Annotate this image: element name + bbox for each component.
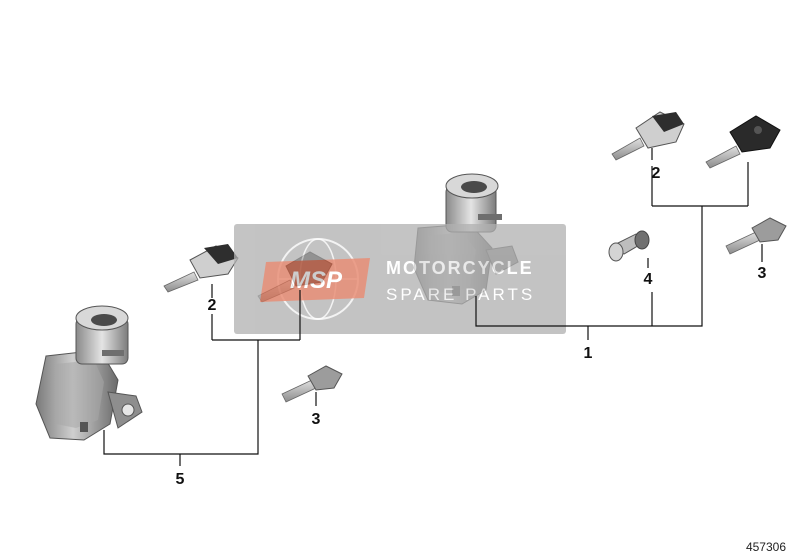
callout-3-right: 3 xyxy=(758,265,767,282)
leader-lines xyxy=(103,148,763,466)
key-blank-right xyxy=(725,217,787,255)
callout-2-left: 2 xyxy=(208,297,217,314)
callout-4: 4 xyxy=(644,271,653,288)
callout-2-right: 2 xyxy=(652,165,661,182)
callout-1: 1 xyxy=(584,345,593,362)
ignition-lock-left xyxy=(35,305,143,441)
key-right-silver xyxy=(611,111,685,161)
key-blank-left xyxy=(281,365,343,403)
watermark: MSP MOTORCYCLE SPARE PARTS xyxy=(234,224,566,334)
diagram-reference-number: 457306 xyxy=(745,540,786,554)
lock-cylinder xyxy=(608,230,650,262)
key-right-black xyxy=(705,115,781,169)
watermark-line2: SPARE PARTS xyxy=(386,285,535,304)
watermark-logo: MSP xyxy=(290,267,343,294)
watermark-line1: MOTORCYCLE xyxy=(386,258,534,278)
callout-5: 5 xyxy=(176,471,185,488)
key-left-silver xyxy=(163,244,239,293)
callout-3-left: 3 xyxy=(312,411,321,428)
